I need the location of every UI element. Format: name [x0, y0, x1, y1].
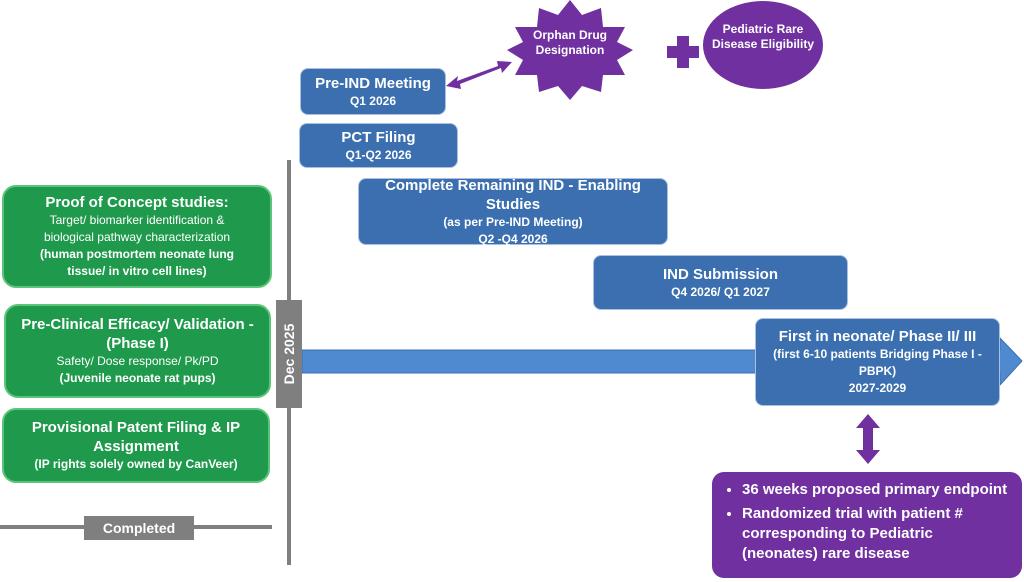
ind-studies-box: Complete Remaining IND - Enabling Studie… [358, 176, 668, 246]
box-line: Target/ biomarker identification & [49, 213, 225, 227]
completed-label: Completed [84, 516, 194, 540]
vertical-double-arrow-icon [856, 414, 880, 464]
box-title: Pre-Clinical Efficacy/ Validation - (Pha… [21, 316, 254, 352]
step-title: PCT Filing [341, 128, 416, 146]
pediatric-ellipse [703, 1, 823, 89]
step-date: Q4 2026/ Q1 2027 [671, 284, 770, 299]
box-title: Provisional Patent Filing & IP Assignmen… [31, 419, 241, 455]
step-date: 2027-2029 [848, 381, 907, 395]
pre-ind-box: Pre-IND Meeting Q1 2026 [300, 68, 446, 115]
trial-point: Randomized trial with patient # correspo… [742, 504, 1012, 564]
box-note: (human postmortem neonate lung tissue/ i… [39, 247, 234, 278]
step-date: Q2 -Q4 2026 [478, 231, 548, 246]
double-arrow-icon [446, 61, 512, 89]
step-title: Complete Remaining IND - Enabling Studie… [385, 176, 641, 213]
milestone-marker: Dec 2025 [276, 300, 302, 408]
timeline-arrow [301, 336, 1023, 387]
step-note: (first 6-10 patients Bridging Phase I - … [773, 347, 982, 378]
box-note: (Juvenile neonate rat pups) [59, 371, 216, 385]
proof-of-concept-box: Proof of Concept studies: Target/ biomar… [2, 185, 272, 288]
box-line: biological pathway characterization [43, 230, 231, 244]
trial-details-box: 36 weeks proposed primary endpoint Rando… [712, 472, 1022, 578]
milestone-label: Dec 2025 [281, 323, 297, 385]
step-title: First in neonate/ Phase II/ III [778, 328, 977, 345]
ind-submission-box: IND Submission Q4 2026/ Q1 2027 [593, 255, 848, 310]
trial-point: 36 weeks proposed primary endpoint [742, 480, 1012, 500]
plus-icon [667, 36, 699, 68]
preclinical-box: Pre-Clinical Efficacy/ Validation - (Pha… [4, 304, 271, 398]
pct-box: PCT Filing Q1-Q2 2026 [299, 123, 458, 168]
orphan-drug-label: Orphan Drug Designation [533, 28, 607, 57]
pediatric-label: Pediatric Rare Disease Eligibility [711, 22, 815, 51]
first-in-neonate-box: First in neonate/ Phase II/ III (first 6… [755, 318, 1000, 406]
step-date: Q1-Q2 2026 [345, 147, 412, 162]
box-note: (IP rights solely owned by CanVeer) [34, 457, 238, 471]
step-title: Pre-IND Meeting [315, 74, 431, 92]
step-date: Q1 2026 [349, 93, 397, 108]
step-note: (as per Pre-IND Meeting) [443, 214, 583, 229]
box-line: Safety/ Dose response/ Pk/PD [56, 354, 219, 368]
patent-box: Provisional Patent Filing & IP Assignmen… [2, 408, 270, 483]
starburst-shape [507, 0, 633, 100]
step-title: IND Submission [662, 265, 778, 283]
box-title: Proof of Concept studies: [45, 194, 229, 211]
